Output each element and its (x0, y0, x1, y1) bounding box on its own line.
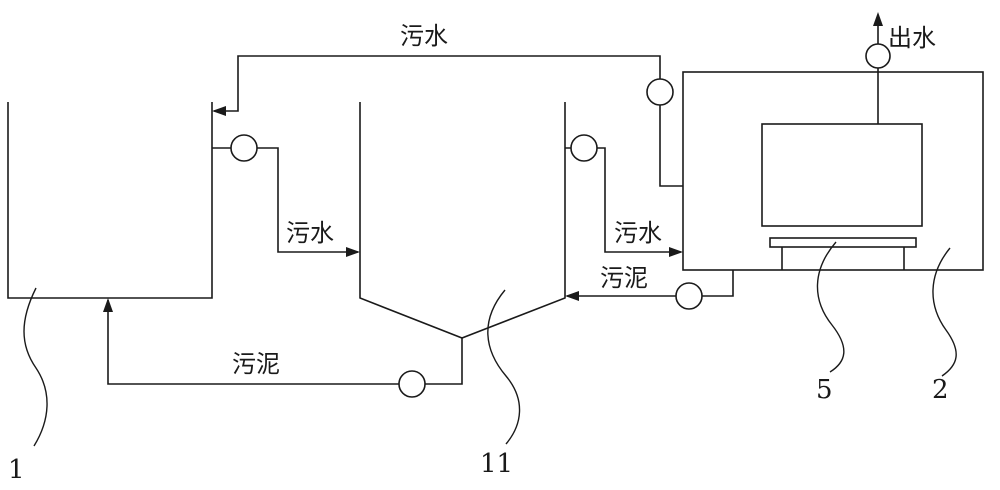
leader-line-1 (23, 287, 48, 447)
sludge-arrow-2-to-11 (565, 291, 579, 301)
leader-line-11 (487, 289, 521, 445)
sludge-pipe-2-to-11 (567, 270, 734, 297)
membrane-module (761, 123, 923, 227)
sewage-return-arrow (212, 106, 226, 116)
outlet-pump-icon (865, 43, 891, 69)
sewage-arrow-1-to-11 (346, 247, 360, 257)
label-sewage-mid-left: 污水 (286, 219, 334, 247)
sewage-return-pipe (214, 55, 683, 187)
sludge-pump-11-icon (398, 370, 426, 398)
sewage-pump-1-icon (230, 134, 258, 162)
leader-line-2 (932, 247, 957, 377)
sludge-pipe-11-to-1 (107, 300, 463, 385)
sewage-return-pump-icon (646, 78, 674, 106)
leader-line-5 (816, 241, 845, 373)
sewage-pump-11-icon (570, 134, 598, 162)
number-tank-1: 1 (8, 455, 25, 485)
label-water-out: 出水 (888, 24, 936, 52)
tank-2-outline (682, 71, 984, 271)
label-sludge-right: 污泥 (600, 264, 648, 292)
number-part-5: 5 (816, 375, 833, 405)
number-tank-11: 11 (480, 449, 513, 479)
outlet-arrow (873, 12, 883, 26)
sewage-arrow-11-to-2 (669, 247, 683, 257)
sludge-pump-2-icon (675, 282, 703, 310)
sewage-pipe-1-to-11 (212, 147, 358, 253)
label-sewage-mid-right: 污水 (614, 219, 662, 247)
support-plate (769, 237, 917, 248)
tank-1-outline (7, 102, 213, 299)
number-tank-2: 2 (932, 375, 949, 405)
label-sludge-bottom: 污泥 (232, 350, 280, 378)
label-sewage-top: 污水 (400, 22, 448, 50)
sludge-arrow-11-to-1 (103, 298, 113, 312)
tank-11-outline (359, 102, 566, 339)
